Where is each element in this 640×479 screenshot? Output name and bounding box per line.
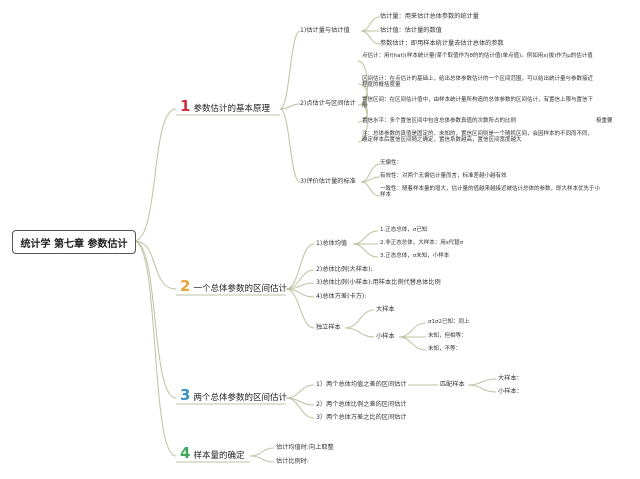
ch2-mean-item-2: 2.非正态总体，大样本：用s代替σ	[380, 240, 464, 246]
ch1-s1-item-3: 参数估计：即用样本统计量去估计总体的参数	[380, 40, 504, 47]
link-ch3-i1	[285, 384, 315, 399]
link-root-ch4	[133, 240, 177, 457]
ch2-small-item-3: 未知，不等：	[428, 346, 462, 352]
link-small-i1	[398, 322, 427, 338]
chapter-2-node: 2 一个总体参数的区间估计	[180, 277, 287, 295]
link-mean-i1	[352, 230, 379, 245]
ch2-indep-small-title: 小样本	[376, 333, 395, 340]
link-s1-i1	[360, 16, 381, 32]
link-s3-i2	[360, 176, 381, 183]
chapter-1-number: 1	[180, 97, 191, 115]
ch2-small-item-1: σ1σ2已知：同上	[428, 319, 470, 325]
ch2-small-item-2: 未知，但相等：	[428, 333, 467, 339]
link-indep-small	[344, 327, 375, 338]
ch1-section-3-title: 3)评价估计量的标准	[300, 178, 356, 185]
chapter-3-number: 3	[180, 386, 191, 404]
ch3-item-variance-ratio: 3）两个总体方差之比的区间估计	[316, 414, 407, 421]
ch3-paired-small: 小样本：	[498, 388, 523, 395]
chapter-2-number: 2	[180, 277, 191, 295]
chapter-3-title: 两个总体参数的区间估计	[193, 393, 287, 403]
link-ch1-s1	[279, 30, 301, 110]
link-root-ch3	[133, 240, 177, 399]
link-paired-large	[467, 378, 497, 386]
link-small-i3	[398, 336, 427, 351]
ch2-mean-item-1: 1.正态总体，σ已知	[380, 227, 428, 233]
ch3-paired-title: 匹配样本	[440, 381, 465, 388]
ch1-section-1-title: 1)估计量与估计值	[300, 27, 350, 34]
root-node: 统计学 第七章 参数估计	[12, 230, 136, 254]
chapter-1-node: 1 参数估计的基本原理	[180, 97, 270, 115]
link-ch2-indep	[285, 288, 315, 329]
link-ch2-mean	[285, 243, 315, 290]
ch1-s2-item-4: 置信水平：多个置信区间中包含总体参数真值的次数所占的比例	[362, 118, 517, 124]
ch3-item-proportion-diff: 2）两个总体比例之差的区间估计	[316, 401, 407, 408]
ch1-s1-item-2: 估计值：估计量的数值	[380, 27, 442, 34]
ch1-s2-item-5: 注：总体参数的真值是固定的、未知的，置信区间则是一个随机区间，会因样本的不同而不…	[362, 131, 594, 144]
ch1-s2-side-note: 极重要	[596, 118, 613, 124]
ch3-paired-large: 大样本：	[498, 375, 523, 382]
ch4-item-mean: 估计均值时:向上取整	[276, 444, 334, 451]
link-ch1-s3	[279, 108, 301, 183]
chapter-4-node: 4 样本量的确定	[180, 444, 245, 462]
ch2-mean-title: 1)总体均值	[316, 240, 348, 247]
link-mean-i3	[352, 243, 379, 258]
ch3-item-mean-diff: 1）两个总体均值之差的区间估计	[316, 381, 407, 388]
chapter-1-title: 参数估计的基本原理	[193, 104, 270, 114]
link-root-ch2	[133, 240, 177, 290]
ch1-s3-item-1: 无偏性：	[380, 160, 403, 166]
link-s2-i1	[357, 60, 368, 105]
link-ch1-s2	[279, 103, 301, 110]
ch2-item-proportion-small: 3)总体比例(小样本):用样本比例代替总体比例	[316, 279, 441, 286]
ch2-mean-item-3: 3.正态总体，σ未知，小样本	[380, 253, 450, 259]
ch4-item-proportion: 估计比例时:	[276, 458, 310, 465]
ch1-s2-item-2: 区间估计：在点估计的基础上，给出总体参数估计的一个区间范围，可以给出统计量与参数…	[362, 76, 594, 89]
ch1-s2-item-1: 点估计：用f(hat)(样本统计量(某个取值作为θ的的估计值(单点值)。例如用x…	[362, 53, 593, 59]
ch1-s1-item-1: 估计量：用来估计总体参数的统计量	[380, 13, 479, 20]
chapter-4-title: 样本量的确定	[193, 451, 245, 461]
ch2-item-variance: 4)总体方差(卡方):	[316, 293, 367, 300]
link-s2-i5	[357, 103, 368, 143]
ch1-section-2-title: 2)点估计与区间估计	[300, 100, 356, 107]
link-ch4-i1	[249, 447, 275, 457]
link-paired-small	[467, 384, 497, 393]
chapter-4-number: 4	[180, 444, 191, 462]
link-indep-large	[344, 309, 375, 329]
link-ch4-i2	[249, 455, 275, 463]
ch2-item-proportion-large: 2)总体比例(大样本):	[316, 266, 373, 273]
chapter-3-node: 3 两个总体参数的区间估计	[180, 386, 287, 404]
ch2-indep-title: 独立样本	[316, 324, 341, 331]
ch1-s3-item-3: 一致性：随着样本量的增大，估计量的值越来越接近被估计总体的参数，即大样本优先于小…	[380, 186, 601, 199]
ch2-indep-large: 大样本	[376, 306, 395, 313]
link-s3-i3	[360, 181, 381, 197]
link-s2-i2	[357, 83, 368, 105]
link-s1-i3	[360, 30, 381, 45]
link-root-ch1	[133, 108, 177, 242]
chapter-2-title: 一个总体参数的区间估计	[193, 284, 287, 294]
link-ch3-i3	[285, 397, 315, 419]
ch1-s3-item-2: 有效性：对两个无偏估计量而言，标准差越小越有效	[380, 173, 507, 179]
ch1-s2-item-3: 置信区间：在区间估计值中，由样本统计量所构造的总体参数的区间估计，有置信上限与置…	[362, 97, 594, 110]
